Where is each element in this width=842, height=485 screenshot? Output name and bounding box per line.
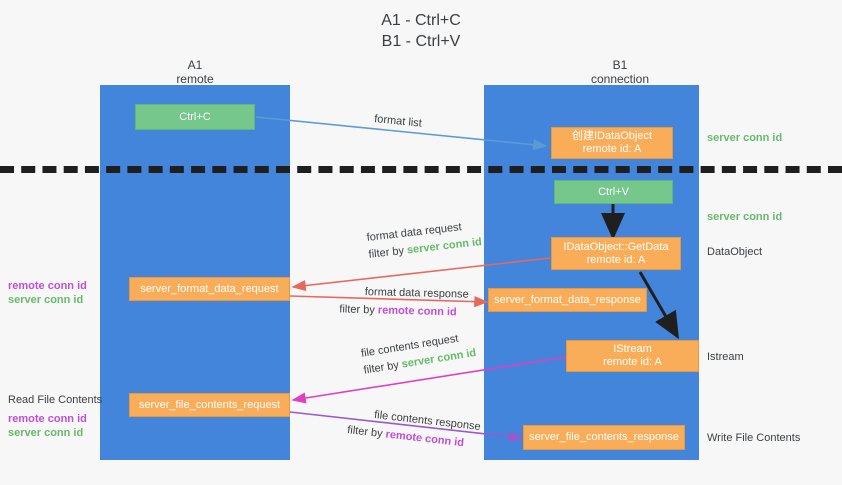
remote-conn-id-text-1: remote conn id [377,304,457,319]
edge-label-format-data-response-text: format data response [364,285,469,301]
title-line-2: B1 - Ctrl+V [381,33,461,50]
page-title: A1 - Ctrl+C B1 - Ctrl+V [0,10,842,52]
column-b1-sub: connection [590,72,650,86]
note-dataobject: DataObject [707,246,763,258]
column-b1-name: B1 [612,58,628,72]
edge-label-format-data-response-filter: filter by remote conn id [339,302,468,319]
title-line-1: A1 - Ctrl+C [381,12,461,29]
remote-conn-id-text-2: remote conn id [384,428,465,450]
edge-label-file-contents-request: file contents request filter by server c… [360,329,477,377]
edge-label-format-data-response: format data response filter by remote co… [339,285,469,320]
filter-by-text-3: filter by [362,359,400,377]
box-server-file-contents-response[interactable]: server_file_contents_response [523,425,685,450]
note-server-conn-id-top: server conn id [707,132,783,144]
box-getdata-line1: IDataObject::GetData [563,240,669,253]
note-istream: Istream [707,351,744,363]
note-write-file-contents: Write File Contents [707,432,801,444]
box-server-file-contents-request[interactable]: server_file_contents_request [129,393,290,417]
box-server-format-data-request[interactable]: server_format_data_request [129,277,290,301]
box-istream[interactable]: IStream remote id: A [566,340,699,372]
box-getdata-line2: remote id: A [586,253,646,266]
note-conn-ids-lower: remote conn id server conn id [8,412,87,440]
box-istream-line1: IStream [613,343,652,355]
box-create-idataobject-line2: remote id: A [582,143,642,155]
column-a1-name: A1 [187,58,203,72]
note-read-file-contents: Read File Contents [8,394,103,406]
box-create-idataobject-line1: 创建IDataObject [571,130,653,142]
column-caption-b1: B1 connection [545,58,695,86]
note-remote-conn-id-2: remote conn id [8,413,87,425]
box-server-format-data-request-label: server_format_data_request [140,282,279,295]
filter-by-text-2: filter by [339,303,375,317]
box-server-file-contents-response-label: server_file_contents_response [529,431,679,443]
box-ctrl-c-label: Ctrl+C [179,110,211,123]
filter-by-text-1: filter by [368,244,405,261]
box-server-format-data-response[interactable]: server_format_data_response [488,288,647,312]
phase-divider [0,166,842,173]
note-server-conn-id-mid: server conn id [707,211,783,223]
box-idataobject-getdata[interactable]: IDataObject::GetData remote id: A [551,237,681,270]
box-create-idataobject[interactable]: 创建IDataObject remote id: A [551,127,673,159]
note-server-conn-id-1: server conn id [8,294,84,306]
edge-label-format-list-text: format list [373,112,423,130]
box-server-format-data-response-label: server_format_data_response [494,293,641,306]
column-caption-a1: A1 remote [120,58,270,86]
box-ctrl-v-label: Ctrl+V [598,185,629,198]
column-a1-sub: remote [176,72,214,86]
note-conn-ids-upper: remote conn id server conn id [8,279,87,307]
filter-by-text-4: filter by [346,424,384,440]
box-istream-line2: remote id: A [603,356,662,368]
box-server-file-contents-request-label: server_file_contents_request [138,398,281,411]
edge-label-format-data-request: format data request filter by server con… [366,218,483,262]
note-server-conn-id-2: server conn id [8,427,84,439]
edge-label-file-contents-response: file contents response filter by remote … [347,408,482,452]
edge-label-format-list: format list [374,112,423,131]
box-ctrl-v[interactable]: Ctrl+V [554,180,673,204]
box-ctrl-c[interactable]: Ctrl+C [135,104,255,130]
note-remote-conn-id-1: remote conn id [8,280,87,292]
